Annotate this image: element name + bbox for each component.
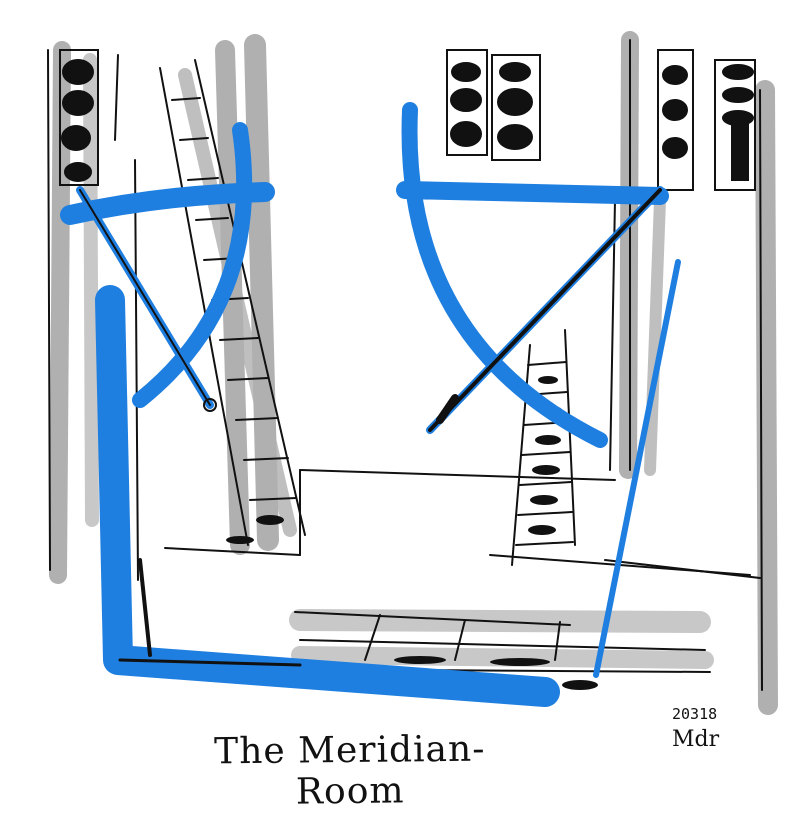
- artist-signature: Mdr: [672, 727, 720, 753]
- blue-instruments: [60, 102, 681, 707]
- ink-over-blue: [79, 188, 662, 667]
- sketch-caption: The Meridian-Room: [213, 728, 486, 813]
- date-signature-block: 20318 Mdr: [672, 705, 742, 753]
- sketch-date: 20318: [672, 705, 718, 723]
- windows: [59, 49, 756, 191]
